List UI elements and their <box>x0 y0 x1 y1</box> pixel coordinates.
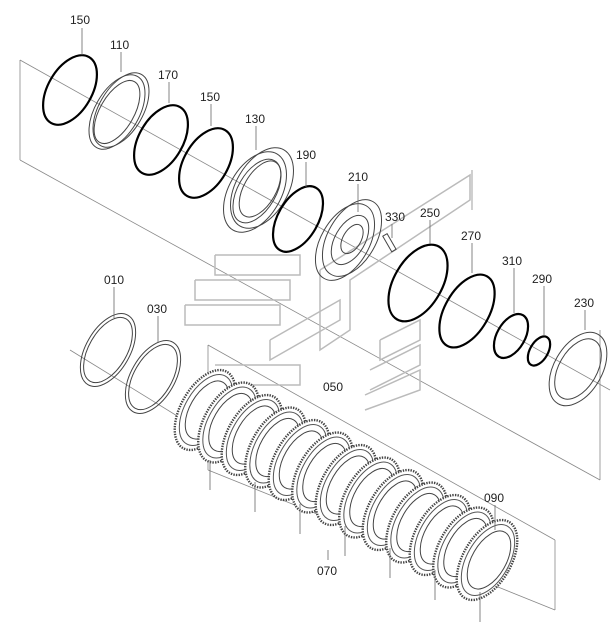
label-050: 050 <box>323 380 343 394</box>
label-190: 190 <box>296 148 316 162</box>
part-310 <box>492 312 530 360</box>
label-090: 090 <box>484 491 504 505</box>
part-250 <box>387 243 449 323</box>
label-070: 070 <box>317 564 337 578</box>
part-130 <box>223 147 294 233</box>
part-210 <box>314 199 383 281</box>
part-190 <box>271 185 325 253</box>
watermark-logo <box>184 173 471 411</box>
clutch-disc-stack <box>173 368 519 622</box>
label-150-b: 150 <box>200 90 220 104</box>
part-030 <box>124 340 182 414</box>
label-230: 230 <box>574 296 594 310</box>
label-290: 290 <box>532 272 552 286</box>
part-labels: 150 110 170 150 130 190 210 330 250 270 … <box>70 13 594 578</box>
label-330: 330 <box>385 210 405 224</box>
label-110: 110 <box>110 38 129 52</box>
part-290 <box>526 335 552 367</box>
label-010: 010 <box>104 273 124 287</box>
part-230 <box>548 331 608 407</box>
assembly-axis-lines <box>19 59 611 611</box>
label-130: 130 <box>245 112 265 126</box>
label-leaders <box>81 28 586 560</box>
label-210: 210 <box>348 170 368 184</box>
part-010 <box>79 313 137 387</box>
part-110 <box>88 72 150 150</box>
label-270: 270 <box>461 229 481 243</box>
label-150-a: 150 <box>70 13 90 27</box>
label-250: 250 <box>420 206 440 220</box>
part-270 <box>438 273 496 349</box>
label-310: 310 <box>502 254 522 268</box>
label-030: 030 <box>147 302 167 316</box>
label-170: 170 <box>158 68 178 82</box>
part-150-b <box>177 127 235 199</box>
part-330 <box>382 233 397 253</box>
part-170 <box>132 104 190 176</box>
part-150-a <box>41 54 99 126</box>
clutch-disc <box>455 518 519 602</box>
